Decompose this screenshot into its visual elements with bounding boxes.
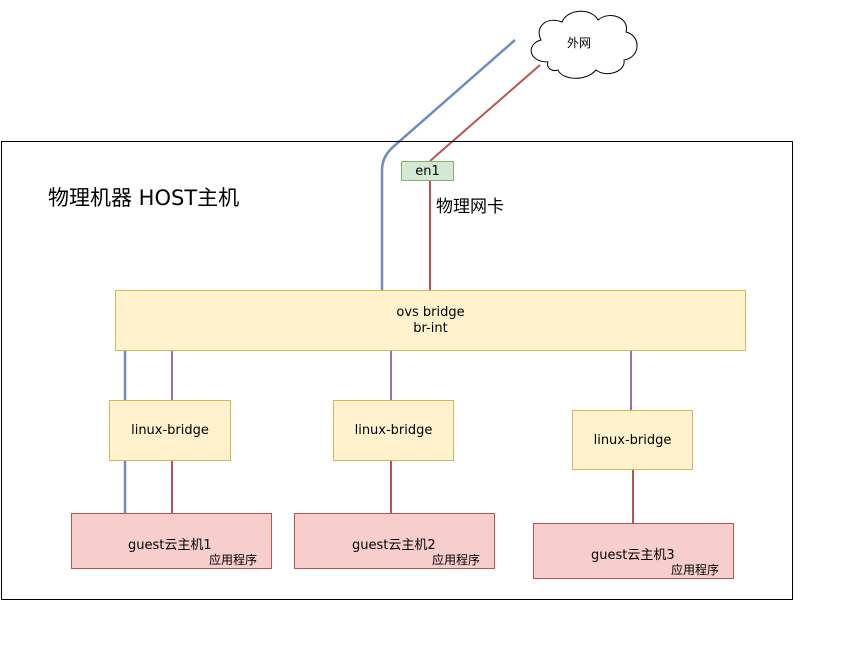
physical-nic-label: 物理网卡 (436, 197, 504, 217)
ovs-bridge-name: br-int (413, 320, 448, 336)
linux-bridge-node-2[interactable]: linux-bridge (333, 400, 454, 461)
guest-vm-node-1[interactable]: guest云主机1 应用程序 (71, 513, 272, 569)
guest-vm-node-3[interactable]: guest云主机3 应用程序 (533, 523, 734, 579)
linux-bridge-node-3[interactable]: linux-bridge (572, 410, 693, 470)
guest-app-label: 应用程序 (671, 563, 720, 577)
linux-bridge-node-1[interactable]: linux-bridge (109, 400, 231, 461)
linux-bridge-label: linux-bridge (354, 423, 433, 438)
internet-cloud-label: 外网 (567, 36, 592, 50)
en1-port[interactable]: en1 (401, 161, 454, 181)
guest-app-label: 应用程序 (432, 553, 481, 567)
guest-app-label: 应用程序 (209, 553, 258, 567)
linux-bridge-label: linux-bridge (131, 423, 209, 438)
ovs-bridge-label: ovs bridge (396, 304, 465, 320)
host-machine-boundary (1, 141, 793, 600)
cloud-shape (530, 10, 638, 79)
guest-vm-node-2[interactable]: guest云主机2 应用程序 (294, 513, 495, 569)
guest-vm-name: guest云主机1 (128, 538, 212, 553)
en1-port-label: en1 (415, 163, 440, 179)
guest-vm-name: guest云主机3 (591, 548, 675, 563)
host-title: 物理机器 HOST主机 (48, 186, 240, 210)
guest-vm-name: guest云主机2 (352, 538, 436, 553)
link-cloud-en1 (429, 64, 541, 162)
linux-bridge-label: linux-bridge (593, 432, 672, 448)
ovs-bridge-node[interactable]: ovs bridge br-int (115, 290, 746, 351)
